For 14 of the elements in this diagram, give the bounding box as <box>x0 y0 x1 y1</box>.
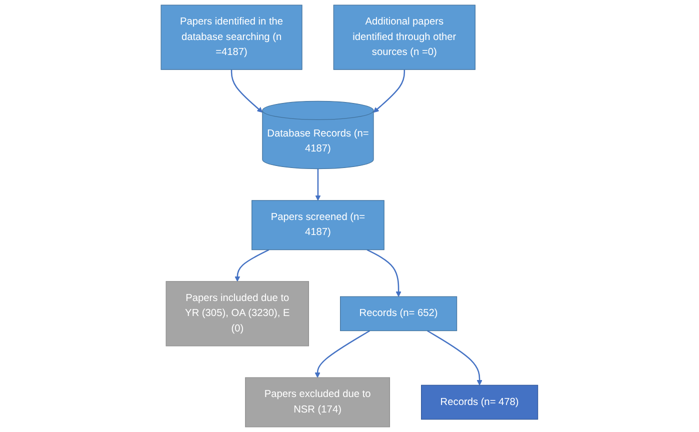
arrow <box>230 70 263 113</box>
node-box: Papers excluded due to NSR (174) <box>245 377 390 428</box>
arrow <box>366 249 402 297</box>
node-box: Papers screened (n= 4187) <box>252 200 384 250</box>
arrow <box>314 330 370 378</box>
node-box: Papers identified in the database searching (n =4187) <box>160 4 302 70</box>
node-box: Records (n= 652) <box>340 296 458 332</box>
arrow <box>234 249 270 282</box>
arrow <box>373 70 406 113</box>
node-box: Records (n= 478) <box>421 384 538 420</box>
node-box: Additional papers identified through other sources (n =0) <box>333 4 476 70</box>
node-box: Papers included due to YR (305), OA (3230), E (0) <box>166 281 310 346</box>
arrow <box>427 330 482 386</box>
arrow <box>315 168 321 201</box>
